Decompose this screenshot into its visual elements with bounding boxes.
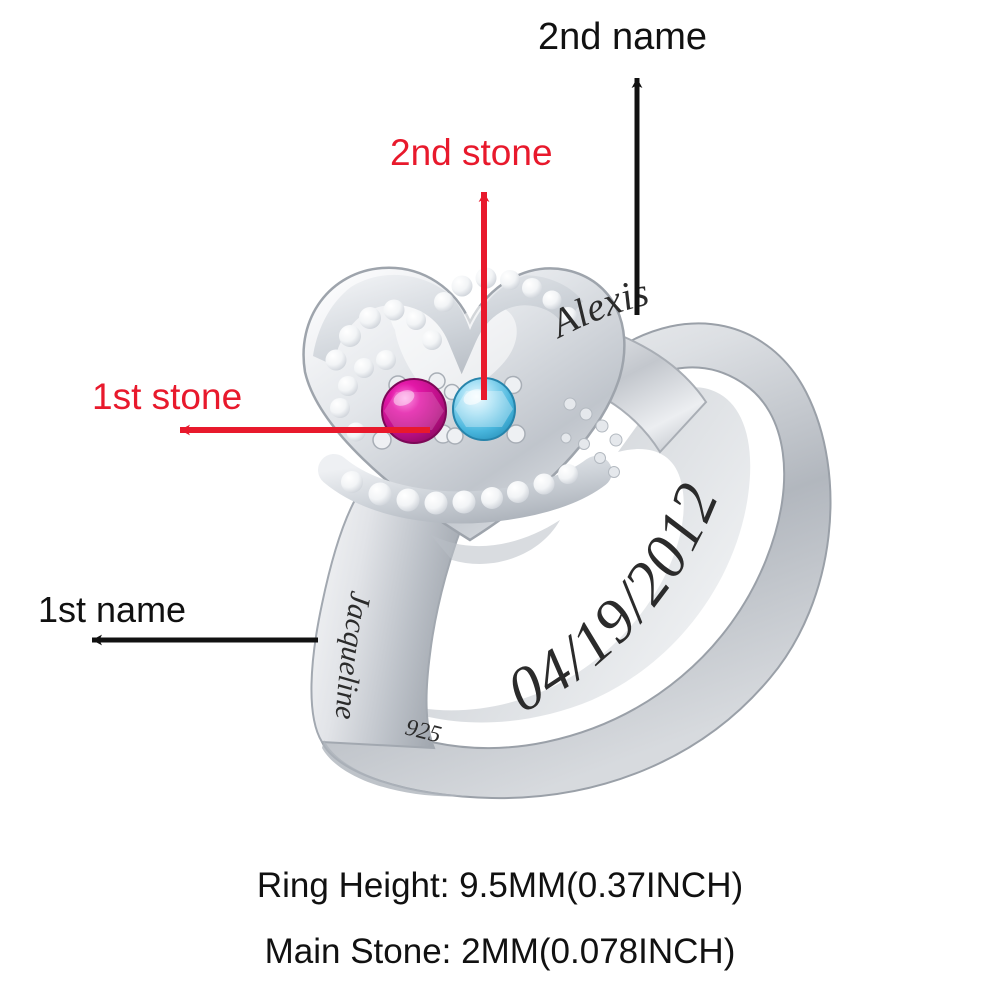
ring-band-inner-shadow [380, 387, 751, 723]
spec-ring-height: Ring Height: 9.5MM(0.37INCH) [256, 866, 744, 905]
heart-tip-shadow [430, 520, 560, 564]
callout-label-2nd-stone: 2nd stone [390, 132, 553, 173]
milgrain-beads [560, 397, 623, 478]
spec-main-stone: Main Stone: 2MM(0.078INCH) [264, 932, 736, 971]
callout-label-1st-name: 1st name [38, 589, 187, 630]
pave-stones-upper [325, 267, 577, 371]
stone-second [452, 377, 516, 441]
ring-shank-bottom-edge [322, 740, 470, 797]
pave-stones-lower [341, 464, 578, 515]
stone-first [381, 378, 447, 444]
callout-label-1st-stone: 1st stone [92, 376, 243, 417]
callout-label-2nd-name: 2nd name [538, 16, 708, 58]
